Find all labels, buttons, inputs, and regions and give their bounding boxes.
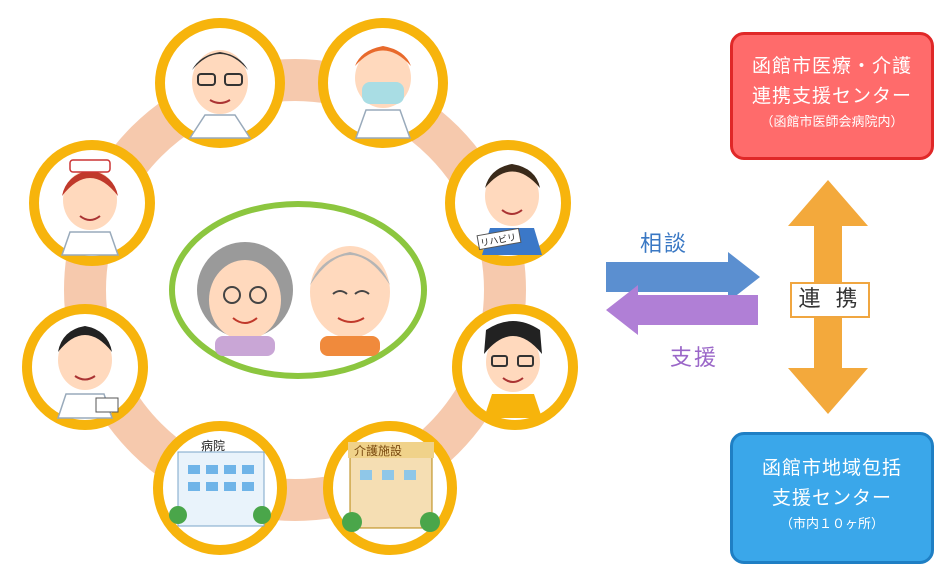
nurse-icon: [29, 140, 155, 266]
top-box-line3: （函館市医師会病院内）: [760, 115, 904, 130]
top-box-line1: 函館市医療・介護: [751, 55, 912, 77]
rehab-staff-icon: リハビリ: [445, 140, 571, 266]
doctor-icon: [155, 18, 285, 148]
hospital-icon: 病院: [153, 421, 287, 555]
support-label: 支援: [670, 346, 719, 371]
top-box-line2: 連携支援センター: [751, 85, 912, 107]
care-network-diagram: リハビリ 介護施設 病院: [22, 18, 578, 555]
elderly-couple-icon: [169, 201, 427, 379]
svg-text:病院: 病院: [201, 438, 225, 453]
bottom-box-line3: （市内１０ヶ所）: [779, 517, 884, 532]
care-ring: [64, 59, 526, 521]
bottom-box-line2: 支援センター: [771, 487, 892, 509]
care-facility-icon: 介護施設: [323, 421, 457, 555]
care-manager-icon: [452, 304, 578, 430]
flow-arrows: [606, 252, 760, 335]
consult-label: 相談: [640, 232, 689, 257]
svg-text:介護施設: 介護施設: [354, 443, 402, 458]
medical-care-support-center-box: 函館市医療・介護 連携支援センター （函館市医師会病院内）: [730, 32, 934, 160]
link-label: 連 携: [790, 282, 870, 318]
dentist-icon: [318, 18, 448, 148]
pharmacist-icon: [22, 304, 148, 430]
consult-arrow: [606, 252, 760, 302]
bottom-box-line1: 函館市地域包括: [761, 457, 902, 479]
regional-support-center-box: 函館市地域包括 支援センター （市内１０ヶ所）: [730, 432, 934, 564]
support-arrow: [606, 285, 758, 335]
